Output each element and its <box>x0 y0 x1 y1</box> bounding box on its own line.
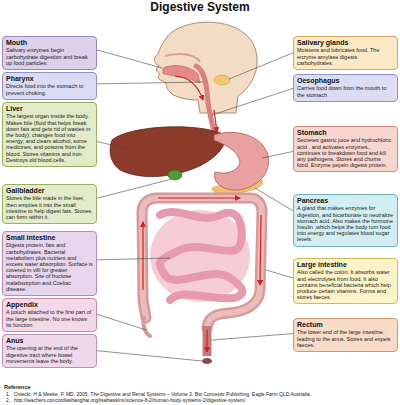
flow-arrow <box>260 215 261 285</box>
reference-heading: Reference <box>4 384 396 391</box>
diagram-title: Digestive System <box>0 1 400 15</box>
flow-arrow <box>158 197 240 198</box>
organ-description: Secretes gastric juice and hydrochloric … <box>297 137 394 168</box>
organ-description: The lower end of the large intestine, le… <box>297 329 394 348</box>
leader-line <box>90 258 170 260</box>
organ-name: Oesophagus <box>297 77 394 85</box>
reference-text: Osiecki, H & Meeke, F, MD, 2005. The Dig… <box>14 391 396 397</box>
tongue <box>163 66 200 83</box>
head <box>154 22 257 113</box>
organ-description: Also called the colon. It absorbs water … <box>297 269 394 300</box>
small-intestine-coils <box>160 212 242 300</box>
organ-name: Large intestine <box>297 261 394 269</box>
leader-line <box>90 48 162 68</box>
organ-description: The opening at the end of the digestive … <box>6 345 93 364</box>
flow-arrow <box>142 222 143 290</box>
organ-name: Anus <box>6 337 93 345</box>
organ-callout-box: OesophagusCarries food down from the mou… <box>293 74 398 102</box>
organ-callout-box: PancreasA gland that makes enzymes for d… <box>293 194 398 247</box>
head-outline <box>154 22 257 113</box>
organ-callout-box: PharynxDirects food into the stomach to … <box>2 72 97 100</box>
nasal-cavity <box>165 54 200 62</box>
organ-description: Carries food down from the mouth to the … <box>297 85 394 97</box>
appendix <box>143 318 150 336</box>
organ-callout-box: StomachSecretes gastric juice and hydroc… <box>293 126 398 172</box>
organ-name: Gallbladder <box>6 187 93 195</box>
flow-arrow <box>206 330 207 352</box>
leader-line <box>90 82 203 84</box>
food-flow-arrows <box>143 76 261 352</box>
organ-description: Directs food into the stomach to prevent… <box>6 83 93 95</box>
organ-callout-box: GallbladderStores the bile made in the l… <box>2 184 97 224</box>
reference-text: http://teachers.concordiashanghai.org/li… <box>14 397 396 403</box>
organ-callout-box: Large intestineAlso called the colon. It… <box>293 258 398 304</box>
flow-arrow <box>175 76 203 100</box>
leader-line <box>90 350 202 361</box>
liver <box>110 127 225 177</box>
leader-lines <box>90 48 300 361</box>
organ-name: Pharynx <box>6 75 93 83</box>
organ-name: Liver <box>6 105 93 113</box>
organ-description: A gland that makes enzymes for digestion… <box>297 205 394 242</box>
organ-description: Salivary enzymes begin carbohydrate dige… <box>6 47 93 66</box>
leader-line <box>90 312 146 330</box>
organ-name: Stomach <box>297 129 394 137</box>
leader-line <box>90 179 172 200</box>
organ-name: Pancreas <box>297 197 394 205</box>
organ-callout-box: MouthSalivary enzymes begin carbohydrate… <box>2 36 97 70</box>
reference-block: Reference1.Osiecki, H & Meeke, F, MD, 20… <box>4 384 396 403</box>
leader-line <box>212 86 300 115</box>
stomach <box>214 132 269 190</box>
organ-callout-box: AnusThe opening at the end of the digest… <box>2 334 97 368</box>
salivary-gland <box>214 75 230 85</box>
reference-number: 1. <box>4 391 14 397</box>
leader-line <box>229 50 300 79</box>
organ-callout-box: Small intestineDigests protein, fats and… <box>2 231 97 296</box>
small-intestine-area <box>150 210 250 302</box>
organ-callout-box: AppendixA pouch attached to the first pa… <box>2 298 97 332</box>
organ-callout-box: Salivary glandsMoistens and lubricates f… <box>293 36 398 70</box>
organ-name: Rectum <box>297 321 394 329</box>
large-intestine-inner <box>142 198 262 328</box>
organ-name: Salivary glands <box>297 39 394 47</box>
organ-description: Stores the bile made in the liver, then … <box>6 195 93 220</box>
leader-line <box>212 333 300 340</box>
organ-description: The largest organ inside the body. Makes… <box>6 113 93 163</box>
rectum <box>203 326 212 356</box>
organ-name: Appendix <box>6 301 93 309</box>
organ-description: A pouch attached to the first part of th… <box>6 309 93 328</box>
reference-number: 2. <box>4 397 14 403</box>
anus <box>202 358 212 364</box>
organ-callout-box: LiverThe largest organ inside the body. … <box>2 102 97 167</box>
organ-callout-box: RectumThe lower end of the large intesti… <box>293 318 398 352</box>
organ-description: Moistens and lubricates food. The enzyme… <box>297 47 394 66</box>
organ-name: Small intestine <box>6 234 93 242</box>
gallbladder <box>168 170 182 180</box>
large-intestine <box>142 198 262 328</box>
organ-name: Mouth <box>6 39 93 47</box>
organ-description: Digests protein, fats and carbohydrates.… <box>6 242 93 292</box>
